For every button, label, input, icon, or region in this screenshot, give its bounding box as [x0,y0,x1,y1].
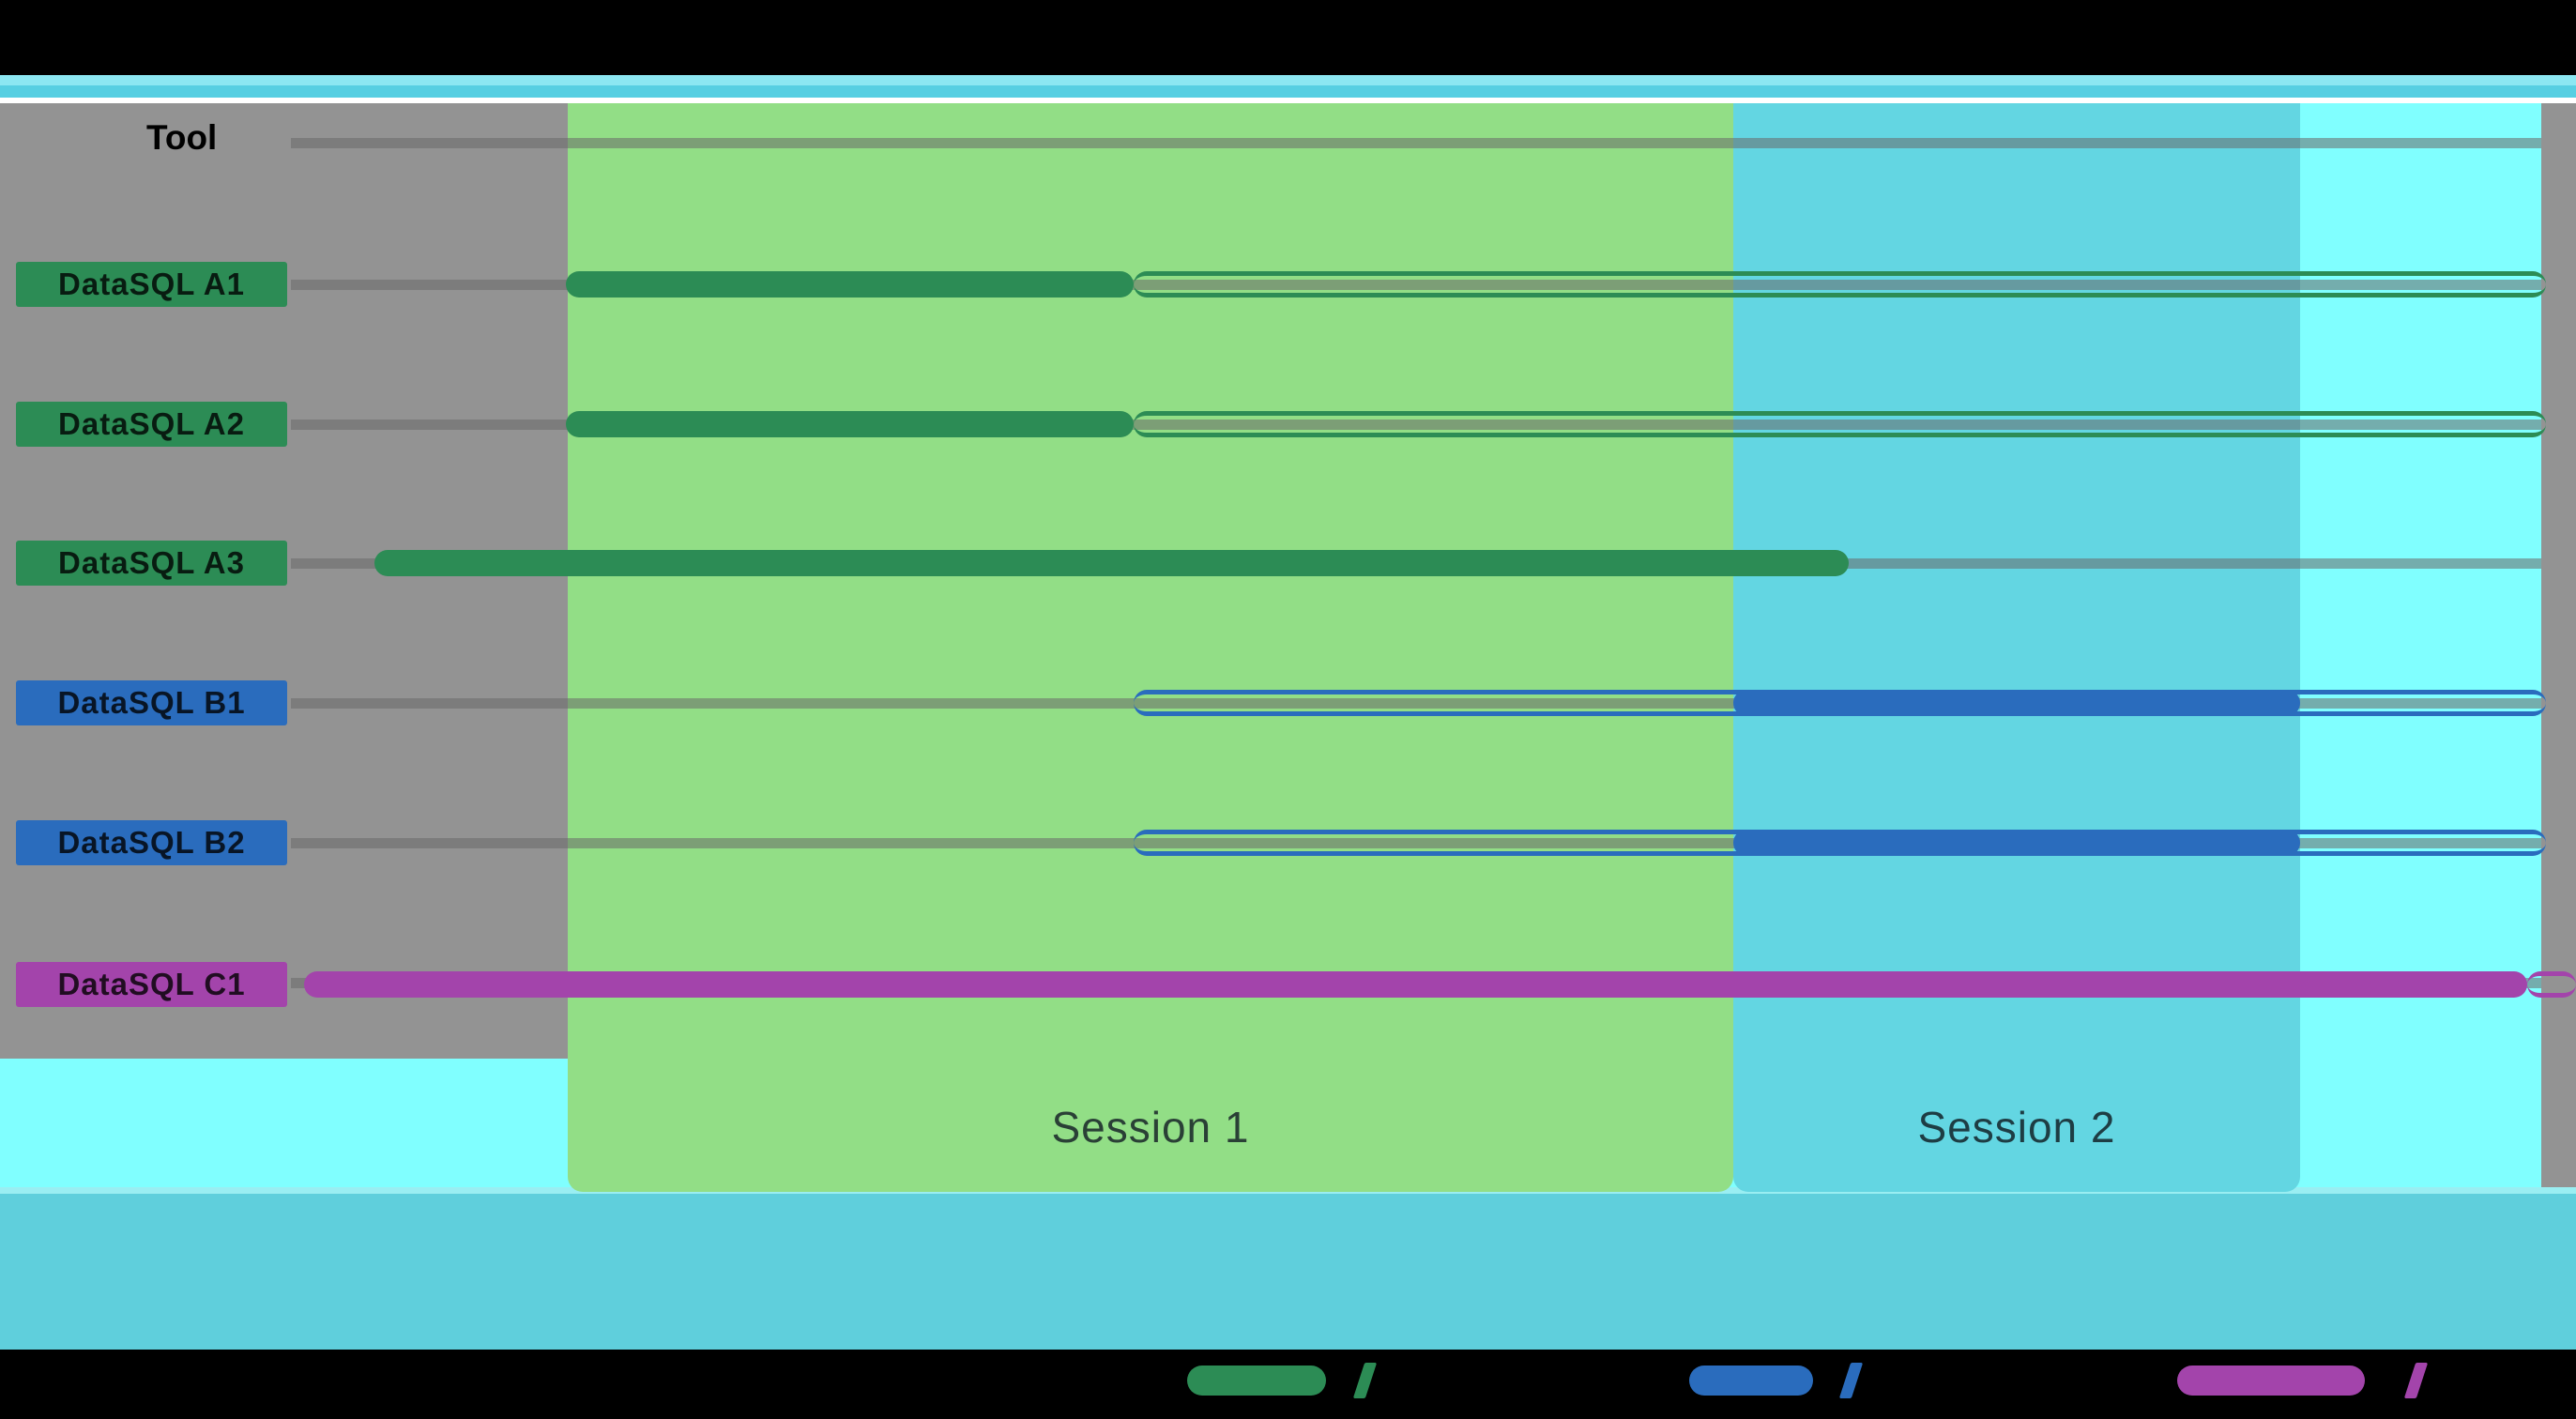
session-band-1: Session 1 [568,103,1733,1192]
session-band-2: Session 2 [1733,103,2300,1192]
row-label-DataSQL B1: DataSQL B1 [16,680,287,725]
row-label-DataSQL A3: DataSQL A3 [16,541,287,586]
top-cyan-strip [0,85,2576,98]
session-label-1: Session 1 [1051,1103,1250,1152]
legend-swatch-2 [1689,1366,1813,1396]
row-label-DataSQL A1: DataSQL A1 [16,262,287,307]
gridline [291,698,2541,709]
gantt-open-track-DataSQL A2 [1134,411,2546,437]
gridline [291,280,2541,290]
row-label-DataSQL C1: DataSQL C1 [16,962,287,1007]
gantt-open-track-DataSQL C1 [2527,971,2576,998]
gantt-bar-DataSQL A1 [566,271,1134,298]
legend-swatch-3 [2177,1366,2365,1396]
top-black-bar [0,0,2576,75]
row-label-DataSQL B2: DataSQL B2 [16,820,287,865]
gantt-bar-DataSQL A2 [566,411,1134,437]
axis-title-tool: Tool [146,118,218,157]
gridline [291,838,2541,848]
gantt-bar-DataSQL A3 [374,550,1849,576]
top-cyan-highlight-strip [0,75,2576,85]
top-white-separator [0,98,2576,103]
gantt-open-track-DataSQL A1 [1134,271,2546,298]
gantt-bar-DataSQL B1 [1733,690,2300,716]
footer-cyan-band [0,1187,2576,1350]
row-label-DataSQL A2: DataSQL A2 [16,402,287,447]
gridline [291,138,2541,148]
gantt-bar-DataSQL B2 [1733,830,2300,856]
session-label-2: Session 2 [1917,1103,2116,1152]
gantt-bar-DataSQL C1 [304,971,2527,998]
right-gray-margin [2541,103,2576,1187]
legend-swatch-1 [1187,1366,1326,1396]
gridline [291,420,2541,430]
